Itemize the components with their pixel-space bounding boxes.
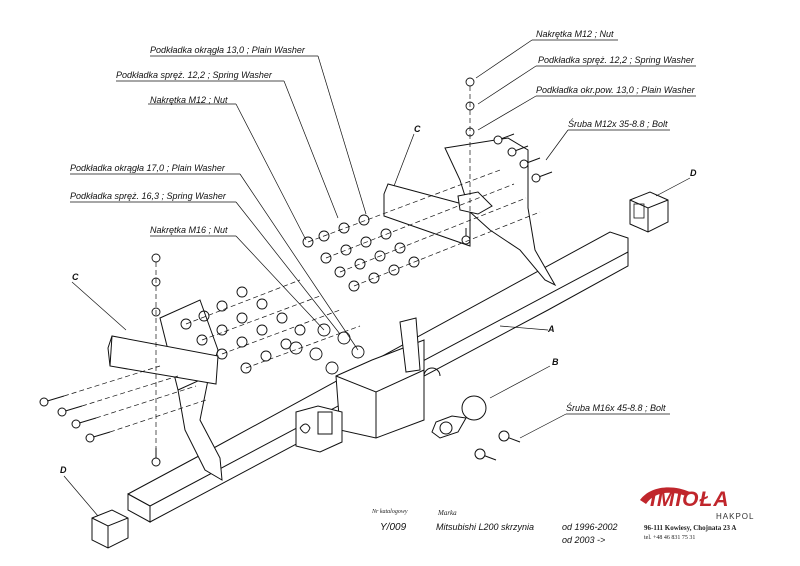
make-heading: Marka xyxy=(438,509,457,517)
callout-a: A xyxy=(548,324,555,334)
catalog-number: Y/009 xyxy=(380,522,407,533)
make-model: Mitsubishi L200 skrzynia xyxy=(436,522,535,532)
right-saddle xyxy=(457,191,493,215)
label-nut-m12-right: Nakrętka M12 ; Nut xyxy=(536,29,614,39)
right-nut-cluster xyxy=(302,77,475,292)
brand-phone: tel. +48 46 831 75 31 xyxy=(644,535,696,541)
leader-lines xyxy=(63,39,696,517)
brand-address: 96-111 Kowiesy, Chojnata 23 A xyxy=(644,524,737,532)
socket-plate xyxy=(295,405,343,453)
label-bolt-m16: Śruba M16x 45-8.8 ; Bolt xyxy=(566,403,666,413)
tow-ball xyxy=(423,367,487,439)
year-range-2: od 2003 -> xyxy=(562,535,606,545)
left-bolts xyxy=(39,395,161,467)
ball-bolts xyxy=(474,430,521,461)
hitch-plate xyxy=(335,317,425,439)
end-cap-left xyxy=(91,509,129,549)
catalog-heading: Nr katalogowy xyxy=(372,509,408,515)
label-plain-washer-13: Podkładka okrągła 13,0 ; Plain Washer xyxy=(150,45,305,55)
label-spring-washer-12-right: Podkładka spręż. 12,2 ; Spring Washer xyxy=(538,55,694,65)
brand-sub: HAKPOL xyxy=(716,512,755,521)
end-cap-right xyxy=(629,191,669,233)
assembly-dashes xyxy=(63,86,541,448)
label-nut-m12-left: Nakrętka M12 ; Nut xyxy=(150,95,228,105)
left-clamp-plate xyxy=(107,335,219,385)
label-plain-washer-17: Podkładka okrągła 17,0 ; Plain Washer xyxy=(70,163,225,173)
year-range-1: od 1996-2002 xyxy=(562,522,618,532)
logo-swoosh xyxy=(640,487,690,504)
label-nut-m16: Nakrętka M16 ; Nut xyxy=(150,225,228,235)
callout-c-left: C xyxy=(72,272,79,282)
left-nut-cluster xyxy=(151,253,365,375)
label-plain-washer-13-right: Podkładka okr.pow. 13,0 ; Plain Washer xyxy=(536,85,695,95)
right-clamp-plate xyxy=(383,183,471,247)
callout-d-right: D xyxy=(690,168,697,178)
right-bolts xyxy=(461,133,553,245)
label-bolt-m12: Śruba M12x 35-8.8 ; Bolt xyxy=(568,119,668,129)
label-spring-washer-12-left: Podkładka spręż. 12,2 ; Spring Washer xyxy=(116,70,272,80)
left-bracket xyxy=(159,299,223,481)
label-spring-washer-16: Podkładka spręż. 16,3 ; Spring Washer xyxy=(70,191,226,201)
callout-b: B xyxy=(552,357,559,367)
callout-c-right: C xyxy=(414,124,421,134)
brand-logo: IMIOŁA xyxy=(650,488,730,511)
callout-d-left: D xyxy=(60,465,67,475)
